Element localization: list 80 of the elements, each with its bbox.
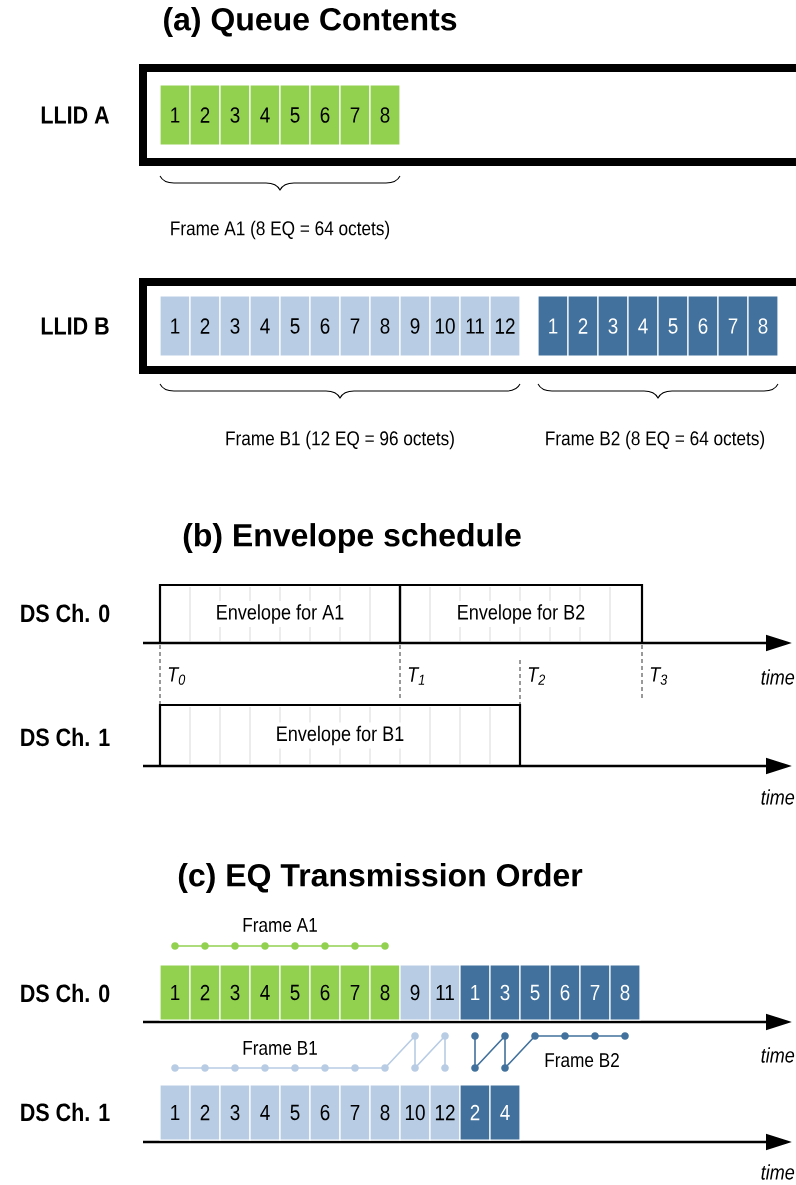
eq-cell: 11 [459, 295, 491, 357]
eq-cell: 4 [249, 84, 281, 146]
eq-cell: 6 [687, 295, 719, 357]
frame-label: Frame B1 [243, 1041, 317, 1055]
eq-cell: 10 [429, 295, 461, 357]
eq-cell: 12 [429, 1084, 461, 1141]
eq-cell: 9 [399, 964, 431, 1021]
eq-cell: 3 [219, 1084, 251, 1141]
eq-cell: 1 [459, 964, 491, 1021]
eq-cell: 11 [429, 964, 461, 1021]
eq-cell: 2 [189, 295, 221, 357]
eq-cell: 4 [489, 1084, 521, 1141]
time-label: time [761, 1164, 795, 1180]
section-title: (a) Queue Contents [164, 7, 457, 37]
eq-cell: 5 [279, 964, 311, 1021]
eq-cell: 8 [609, 964, 641, 1021]
channel-label: DS Ch. 0 [21, 983, 110, 1003]
channel-label: DS Ch. 1 [21, 727, 110, 747]
section-title: (c) EQ Transmission Order [178, 863, 583, 893]
eq-cell: 5 [279, 295, 311, 357]
time-label: time [761, 789, 795, 805]
frame-label: Frame B2 [545, 1052, 619, 1068]
time-label: T$_{2}$ [528, 667, 546, 685]
eq-cell: 2 [189, 84, 221, 146]
eq-cell: 8 [747, 295, 779, 357]
frame-label: Frame B1 (12 EQ = 96 octets) [226, 430, 454, 450]
eq-cell: 5 [279, 1084, 311, 1141]
eq-cell: 2 [189, 964, 221, 1021]
eq-cell: 4 [627, 295, 659, 357]
eq-cell: 10 [399, 1084, 431, 1141]
eq-cell: 1 [159, 964, 191, 1021]
time-label: time [761, 669, 795, 685]
section-title: (b) Envelope schedule [183, 523, 521, 553]
eq-cell: 7 [339, 964, 371, 1021]
eq-cell: 6 [309, 295, 341, 357]
time-label: T$_{3}$ [650, 667, 668, 685]
eq-cell: 1 [159, 295, 191, 357]
eq-cell: 7 [339, 295, 371, 357]
eq-cell: 6 [309, 84, 341, 146]
eq-cell: 3 [219, 84, 251, 146]
frame-label: Frame A1 (8 EQ = 64 octets) [171, 220, 390, 240]
channel-label: DS Ch. 0 [21, 603, 110, 623]
eq-cell: 1 [537, 295, 569, 357]
eq-cell: 7 [717, 295, 749, 357]
eq-cell: 5 [519, 964, 551, 1021]
time-label: T$_{0}$ [168, 667, 186, 685]
eq-cell: 3 [489, 964, 521, 1021]
eq-cell: 8 [369, 295, 401, 357]
eq-cell: 2 [567, 295, 599, 357]
eq-cell: 5 [279, 84, 311, 146]
envelope-box: Envelope for B1 [158, 703, 522, 768]
eq-cell: 7 [579, 964, 611, 1021]
envelope-box: Envelope for B2 [398, 583, 644, 645]
eq-cell: 3 [219, 295, 251, 357]
eq-cell: 8 [369, 1084, 401, 1141]
eq-cell: 8 [369, 84, 401, 146]
frame-label: Frame A1 [243, 918, 317, 932]
eq-cell: 4 [249, 964, 281, 1021]
eq-cell: 4 [249, 295, 281, 357]
eq-cell: 2 [189, 1084, 221, 1141]
eq-cell: 8 [369, 964, 401, 1021]
eq-cell: 7 [339, 84, 371, 146]
eq-cell: 9 [399, 295, 431, 357]
eq-cell: 5 [657, 295, 689, 357]
time-label: T$_{1}$ [408, 667, 425, 685]
eq-cell: 3 [219, 964, 251, 1021]
eq-cell: 7 [339, 1084, 371, 1141]
time-label: time [761, 1047, 795, 1063]
envelope-box: Envelope for A1 [158, 583, 402, 645]
eq-cell: 2 [459, 1084, 491, 1141]
eq-cell: 1 [159, 1084, 191, 1141]
eq-cell: 6 [309, 964, 341, 1021]
eq-cell: 6 [309, 1084, 341, 1141]
eq-cell: 1 [159, 84, 191, 146]
frame-label: Frame B2 (8 EQ = 64 octets) [546, 430, 765, 450]
eq-cell: 12 [489, 295, 521, 357]
channel-label: DS Ch. 1 [21, 1102, 110, 1122]
eq-cell: 6 [549, 964, 581, 1021]
eq-cell: 4 [249, 1084, 281, 1141]
eq-cell: 3 [597, 295, 629, 357]
